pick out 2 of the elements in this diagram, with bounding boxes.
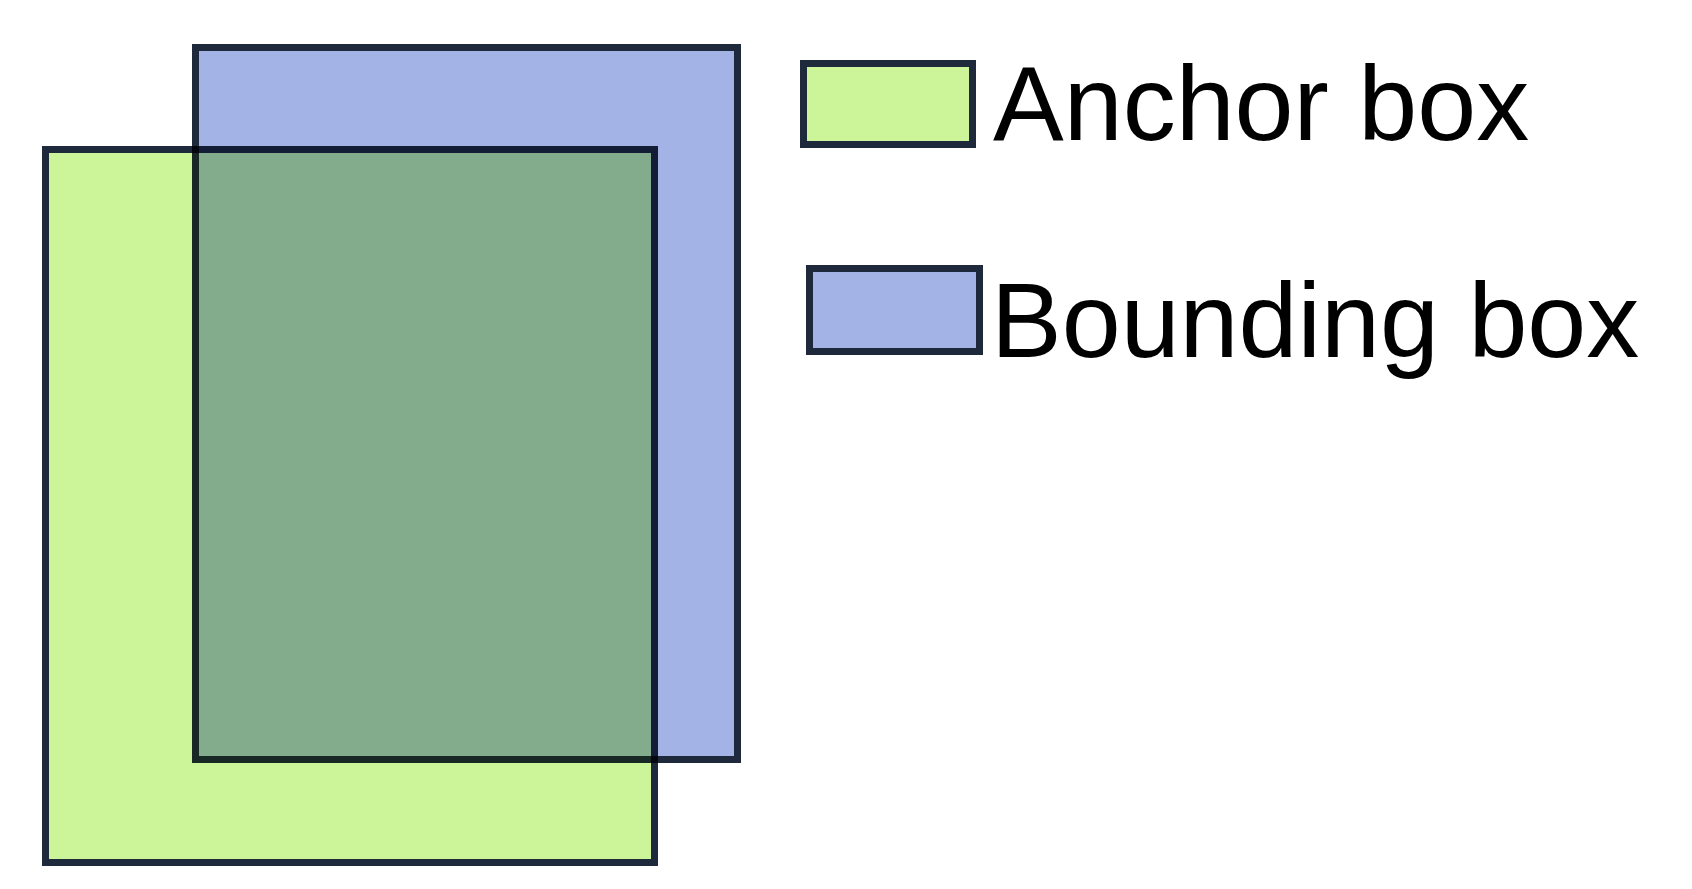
legend-label: Bounding box: [991, 260, 1640, 381]
legend-label: Anchor box: [993, 43, 1530, 164]
